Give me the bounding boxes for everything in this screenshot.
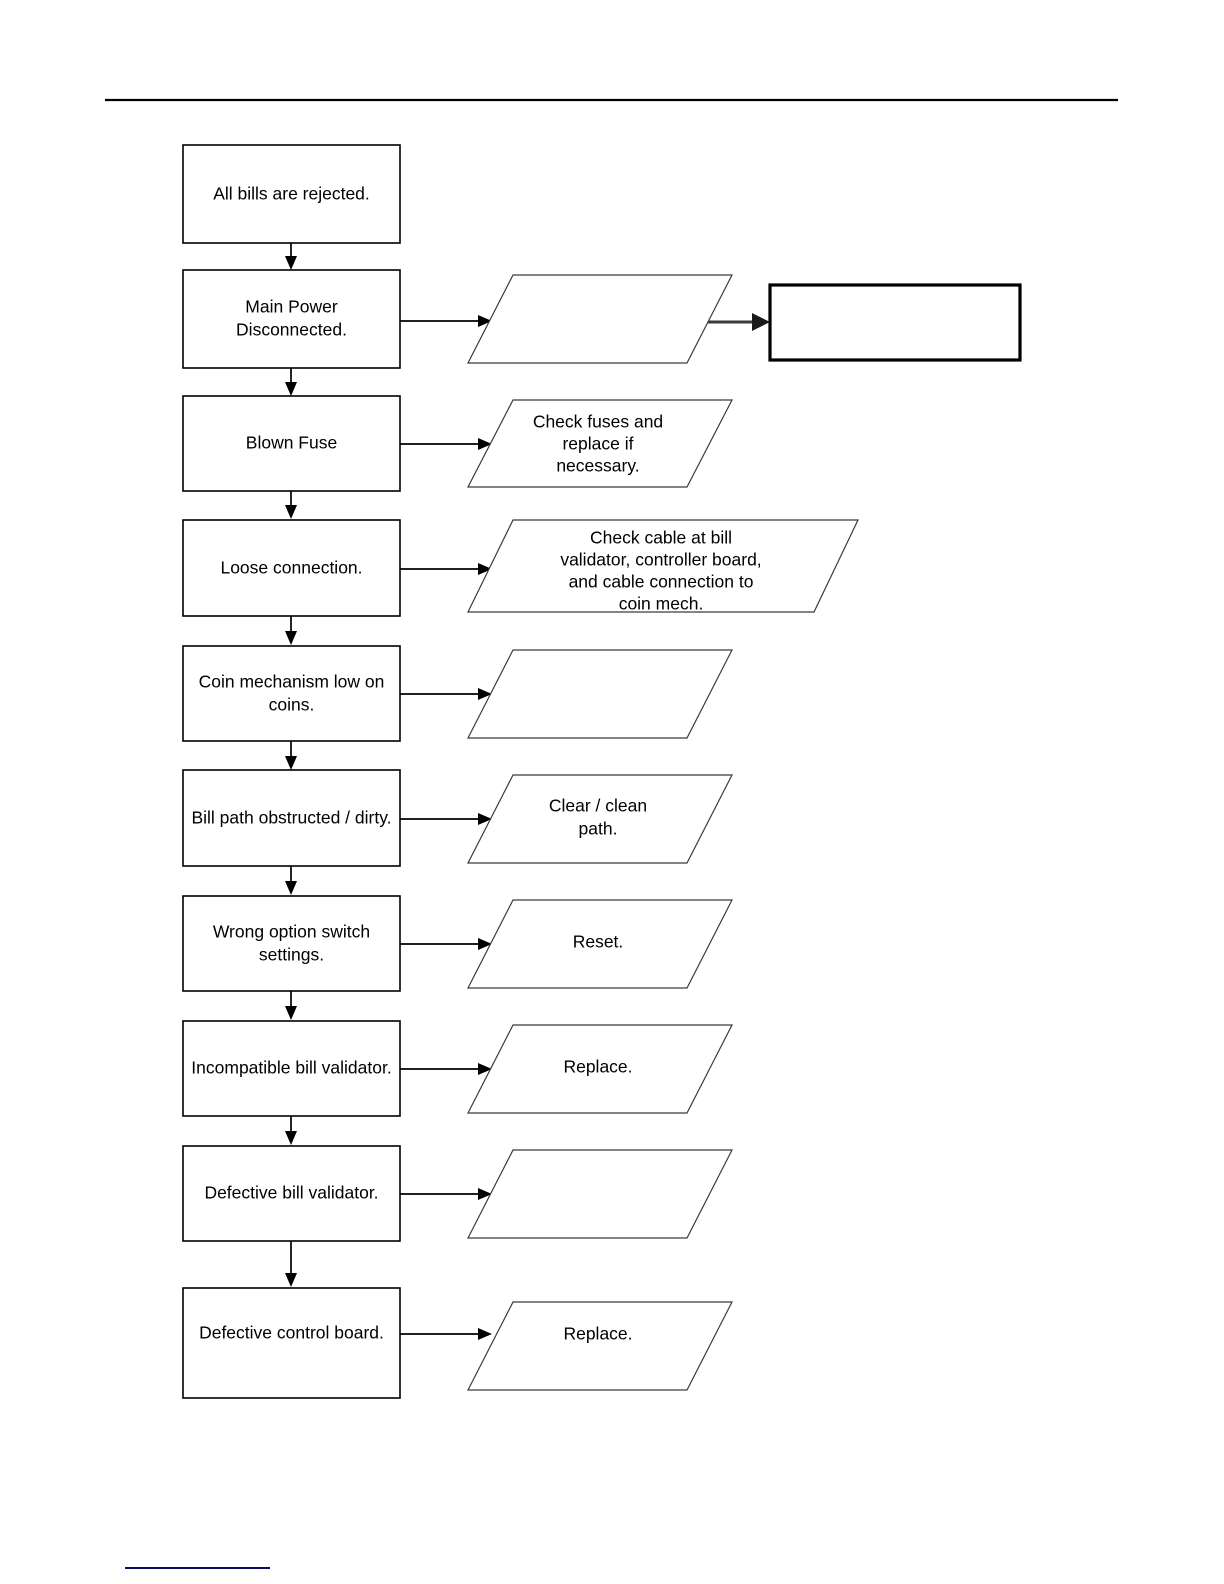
action-node-a8[interactable]: Replace.	[467, 1024, 733, 1114]
arrowhead-n9-n10	[285, 1273, 297, 1287]
arrowhead-n10-a10	[478, 1328, 492, 1340]
cause-node-n7[interactable]: Wrong option switch settings.	[182, 895, 401, 992]
cause-node-n6[interactable]: Bill path obstructed / dirty.	[182, 769, 401, 867]
node-label-n4: Loose connection.	[220, 558, 362, 578]
node-shape-parallelogram	[467, 399, 733, 488]
node-label-a4-line3: and cable connection to	[569, 572, 754, 592]
node-shape-parallelogram	[467, 1024, 733, 1114]
spine-connectors	[285, 243, 297, 1287]
node-shape-rectangle	[182, 395, 401, 492]
cause-node-n3[interactable]: Blown Fuse	[182, 395, 401, 492]
node-label-a3-line3: necessary.	[556, 456, 639, 476]
node-label-n5-line1: Coin mechanism low on	[199, 672, 385, 692]
arrowhead-n2-n3	[285, 382, 297, 396]
cause-node-n1[interactable]: All bills are rejected.	[182, 144, 401, 244]
action-node-a2[interactable]	[467, 274, 733, 364]
node-label-a8: Replace.	[563, 1057, 632, 1077]
node-label-a4-line1: Check cable at bill	[590, 528, 732, 548]
lateral-connectors	[400, 313, 770, 1340]
node-label-n2-line2: Disconnected.	[236, 320, 347, 340]
node-shape-rectangle	[182, 1020, 401, 1117]
node-label-n9: Defective bill validator.	[204, 1183, 378, 1203]
cause-node-n4[interactable]: Loose connection.	[182, 519, 401, 617]
node-shape-parallelogram	[467, 519, 859, 613]
node-label-a4-line2: validator, controller board,	[560, 550, 761, 570]
node-shape-parallelogram	[467, 774, 733, 864]
node-label-a3-line1: Check fuses and	[533, 412, 663, 432]
cause-node-n8[interactable]: Incompatible bill validator.	[182, 1020, 401, 1117]
arrowhead-n1-n2	[285, 256, 297, 270]
node-shape-rectangle	[182, 769, 401, 867]
node-shape-parallelogram	[467, 899, 733, 989]
arrowhead-n9-a9	[478, 1188, 492, 1200]
node-shape-parallelogram	[467, 1301, 733, 1391]
node-label-n1: All bills are rejected.	[213, 184, 370, 204]
node-shape-rectangle	[182, 895, 401, 992]
arrowhead-n8-a8	[478, 1063, 492, 1075]
node-label-a4-line4: coin mech.	[619, 594, 704, 614]
node-label-n10: Defective control board.	[199, 1323, 384, 1343]
node-label-a6-line1: Clear / clean	[549, 796, 647, 816]
node-shape-bold-rectangle	[768, 283, 1022, 362]
arrowhead-n6-n7	[285, 881, 297, 895]
action-node-a7[interactable]: Reset.	[467, 899, 733, 989]
node-label-n8: Incompatible bill validator.	[191, 1058, 391, 1078]
node-shape-rectangle	[182, 1145, 401, 1242]
node-label-n6: Bill path obstructed / dirty.	[191, 808, 391, 828]
cause-node-n10[interactable]: Defective control board.	[182, 1287, 401, 1399]
action-node-a6[interactable]: Clear / clean path.	[467, 774, 733, 864]
node-label-n3: Blown Fuse	[246, 433, 337, 453]
action-node-a3[interactable]: Check fuses and replace if necessary.	[467, 399, 733, 488]
node-label-n2-line1: Main Power	[245, 297, 338, 317]
cause-node-n5[interactable]: Coin mechanism low on coins.	[182, 645, 401, 742]
arrowhead-n8-n9	[285, 1131, 297, 1145]
action-node-a9[interactable]	[467, 1149, 733, 1239]
arrowhead-n3-n4	[285, 505, 297, 519]
arrowhead-n3-a3	[478, 438, 492, 450]
action-node-a10[interactable]: Replace.	[467, 1301, 733, 1391]
node-shape-rectangle	[182, 144, 401, 244]
arrowhead-a2-t2	[752, 313, 770, 331]
node-label-n5-line2: coins.	[269, 695, 315, 715]
node-shape-parallelogram	[467, 1149, 733, 1239]
node-label-n7-line1: Wrong option switch	[213, 922, 370, 942]
cause-node-n9[interactable]: Defective bill validator.	[182, 1145, 401, 1242]
node-shape-rectangle	[182, 519, 401, 617]
node-shape-rectangle	[182, 269, 401, 369]
node-label-a7: Reset.	[573, 932, 624, 952]
action-node-a5[interactable]	[467, 649, 733, 739]
arrowhead-n6-a6	[478, 813, 492, 825]
arrowhead-n5-a5	[478, 688, 492, 700]
action-node-a4[interactable]: Check cable at bill validator, controlle…	[467, 519, 859, 614]
arrowhead-n4-a4	[478, 563, 492, 575]
arrowhead-n7-n8	[285, 1006, 297, 1020]
node-shape-rectangle	[182, 1287, 401, 1399]
arrowhead-n4-n5	[285, 631, 297, 645]
terminal-node-t2[interactable]	[768, 283, 1022, 362]
node-shape-parallelogram	[467, 274, 733, 364]
arrowhead-n5-n6	[285, 756, 297, 770]
node-label-a6-line2: path.	[579, 819, 618, 839]
node-shape-parallelogram	[467, 649, 733, 739]
arrowhead-n2-a2	[478, 315, 492, 327]
arrowhead-n7-a7	[478, 938, 492, 950]
node-label-n7-line2: settings.	[259, 945, 324, 965]
node-label-a10: Replace.	[563, 1324, 632, 1344]
node-label-a3-line2: replace if	[562, 434, 633, 454]
node-shape-rectangle	[182, 645, 401, 742]
cause-node-n2[interactable]: Main Power Disconnected.	[182, 269, 401, 369]
